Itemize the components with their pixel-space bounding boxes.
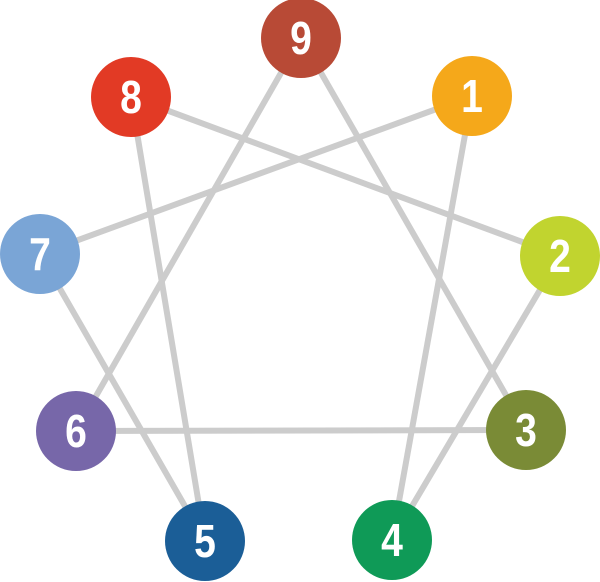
node-circle [261, 0, 341, 78]
node-label: 4 [381, 515, 403, 567]
node-1: 1 [432, 56, 512, 136]
node-label: 9 [290, 13, 312, 65]
node-6: 6 [36, 391, 116, 471]
node-label: 8 [120, 72, 142, 124]
line-9-3 [298, 36, 529, 432]
node-circle [0, 214, 80, 294]
node-label: 6 [65, 406, 87, 458]
node-label: 3 [515, 405, 537, 457]
node-label: 5 [194, 516, 216, 568]
line-7-5 [37, 252, 208, 543]
node-9: 9 [261, 0, 341, 78]
line-6-3 [75, 427, 527, 434]
node-3: 3 [486, 390, 566, 470]
line-2-4 [389, 254, 563, 542]
node-circle [165, 501, 245, 581]
node-circle [352, 500, 432, 580]
line-9-6 [73, 36, 304, 433]
line-1-7 [38, 93, 474, 257]
node-label: 1 [461, 71, 483, 123]
connection-lines [37, 36, 563, 543]
node-5: 5 [165, 501, 245, 581]
node-circle [36, 391, 116, 471]
line-8-2 [129, 94, 562, 259]
node-7: 7 [0, 214, 80, 294]
node-circle [432, 56, 512, 136]
node-label: 7 [29, 229, 51, 281]
line-8-5 [128, 96, 208, 542]
node-circle [91, 57, 171, 137]
node-label: 2 [549, 231, 571, 283]
node-2: 2 [520, 216, 600, 296]
node-4: 4 [352, 500, 432, 580]
line-1-4 [389, 95, 475, 541]
node-circle [520, 216, 600, 296]
node-circle [486, 390, 566, 470]
node-8: 8 [91, 57, 171, 137]
